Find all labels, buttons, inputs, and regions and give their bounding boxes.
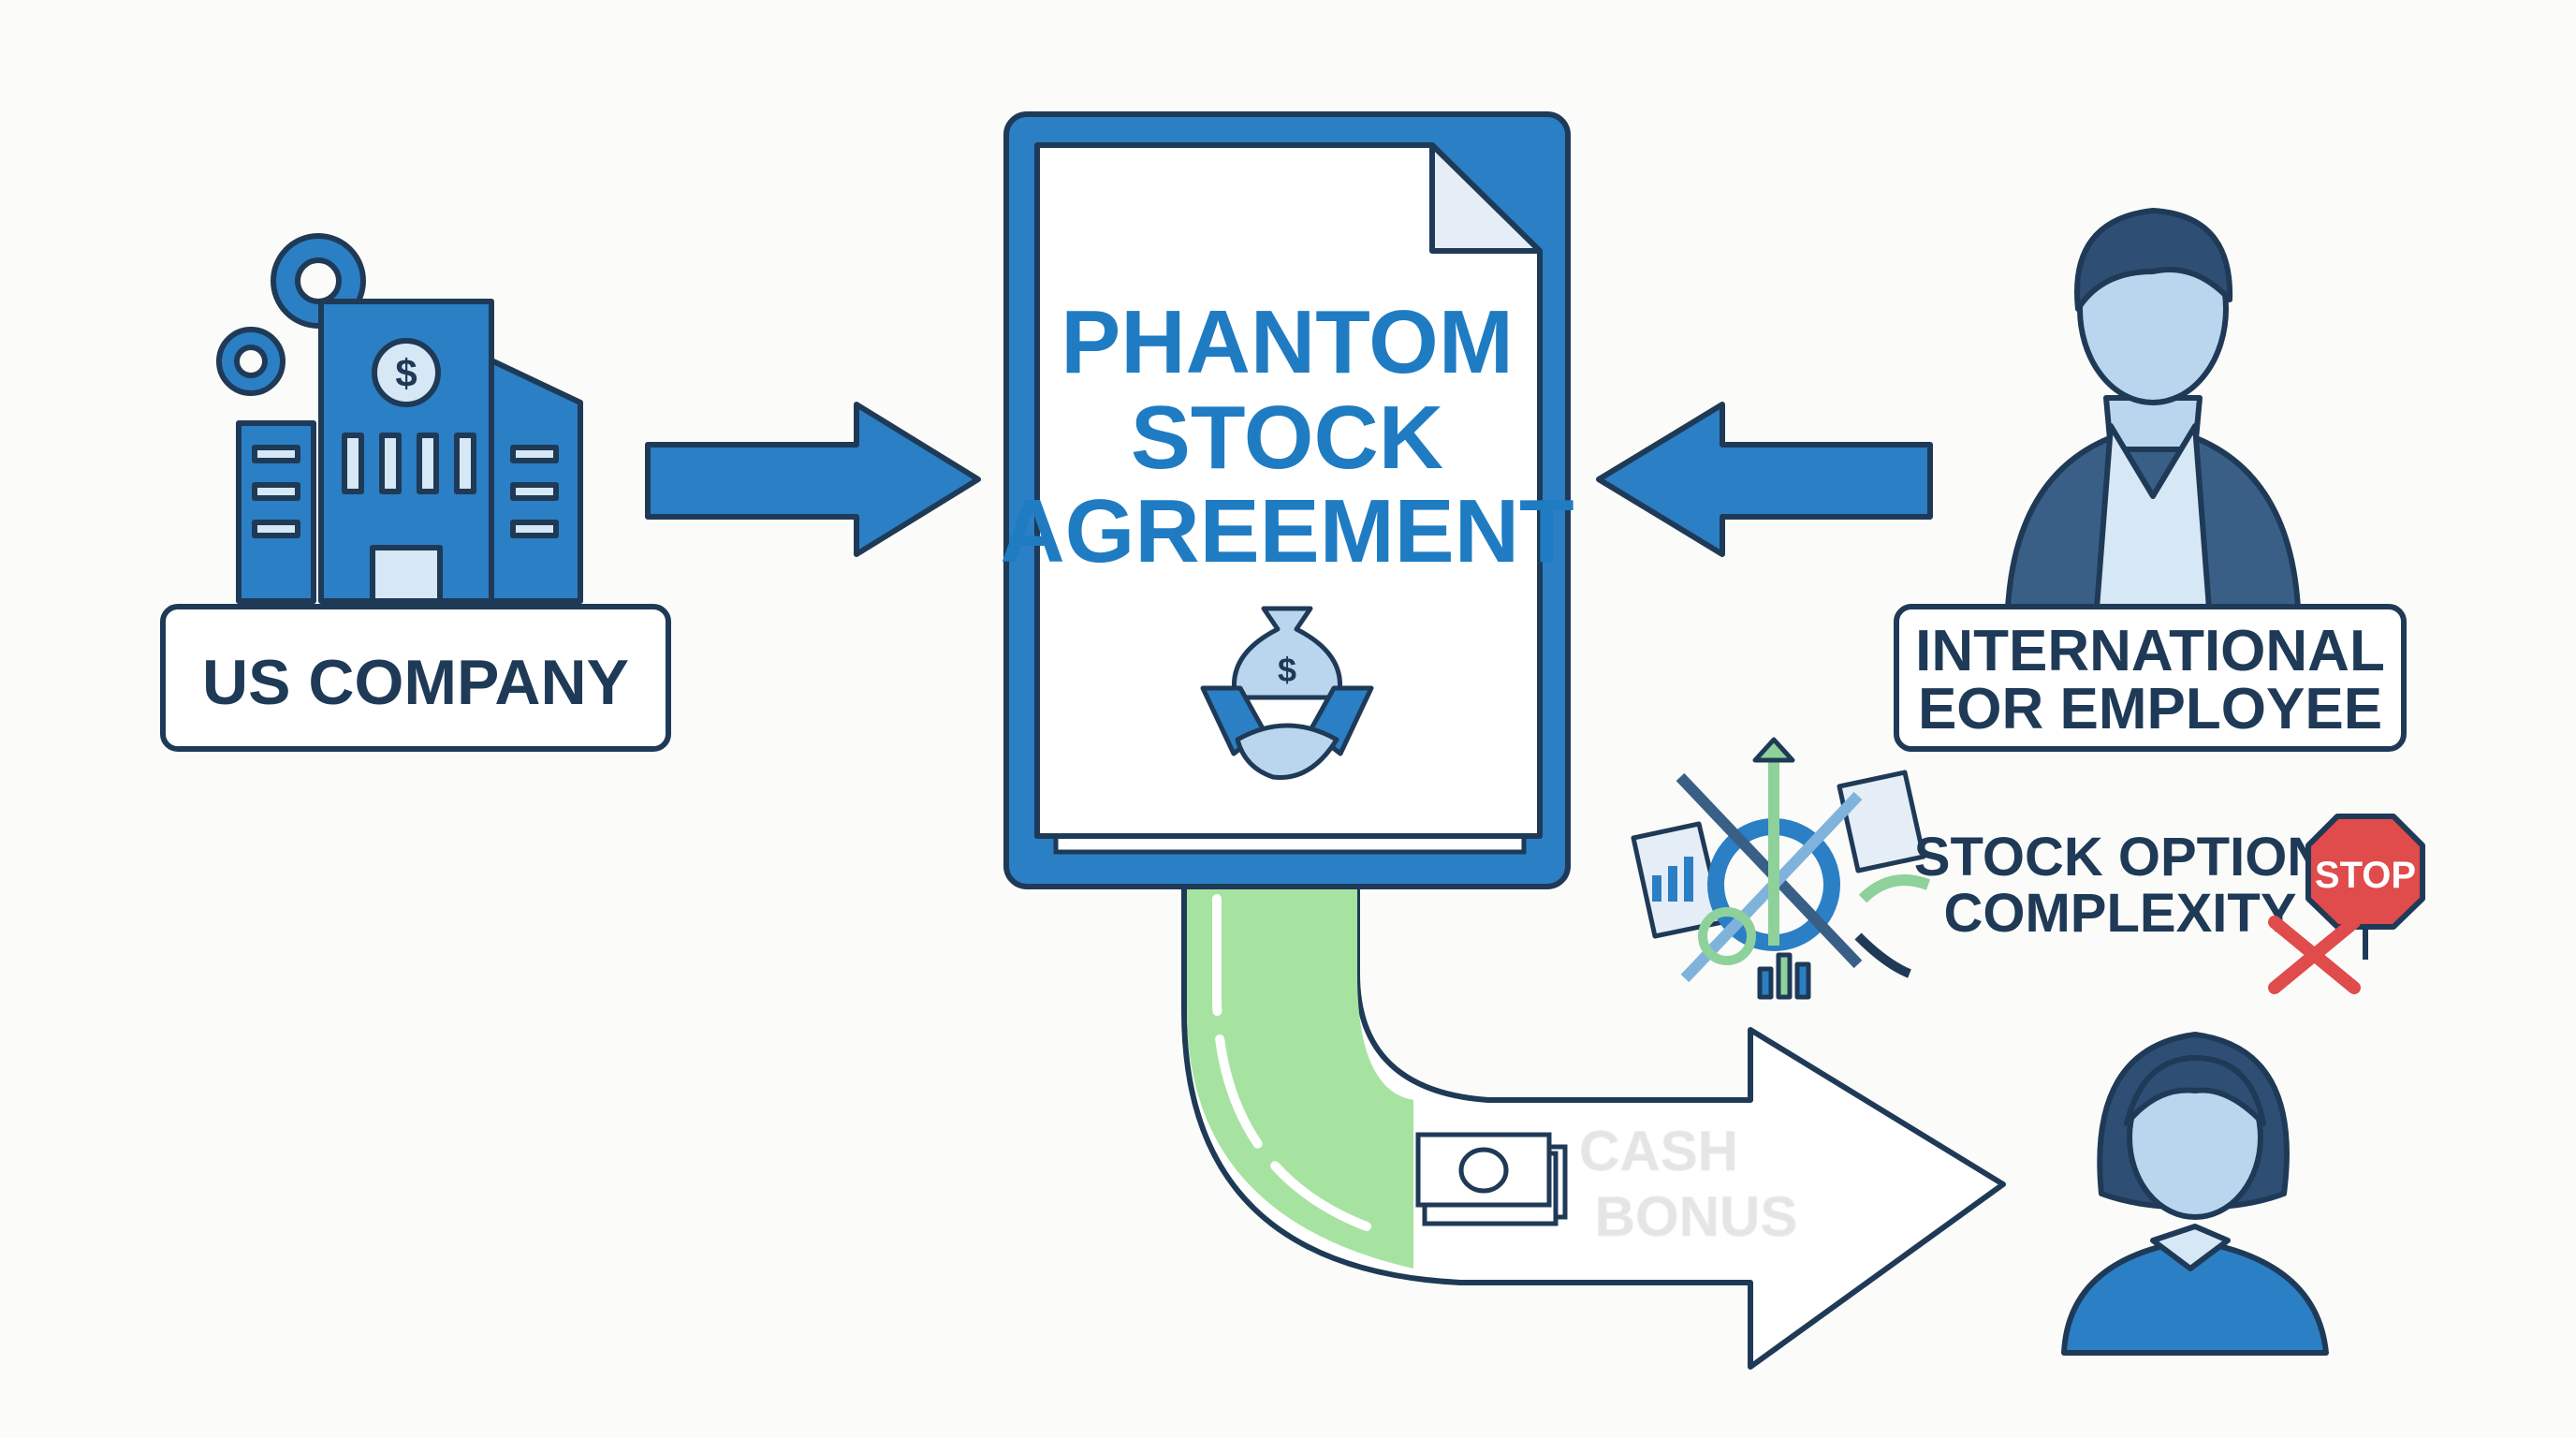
arrow-right-icon (645, 402, 981, 557)
stop-sign-text: STOP (2315, 855, 2416, 896)
us-company-label: US COMPANY (202, 647, 629, 718)
businessman-avatar-icon (2005, 208, 2301, 611)
woman-avatar-icon (2061, 1032, 2329, 1356)
svg-text:$: $ (395, 351, 417, 395)
document-title-line-1: PHANTOM (1061, 292, 1514, 392)
complexity-label-line-2: COMPLEXITY (1943, 883, 2296, 944)
us-company-label-box: US COMPANY (160, 604, 671, 752)
cash-bills-icon (1415, 1132, 1568, 1226)
complexity-cluster-icon (1631, 737, 1931, 1000)
stop-sign-icon: STOP (2268, 814, 2425, 994)
money-bag-handshake-icon: $ (1200, 606, 1374, 780)
svg-text:$: $ (1278, 651, 1296, 689)
arrow-left-icon (1596, 402, 1933, 557)
document-title-line-3: AGREEMENT (1000, 481, 1573, 581)
employee-label-box: INTERNATIONAL EOR EMPLOYEE (1894, 604, 2407, 752)
document-title-line-2: STOCK (1131, 388, 1443, 488)
document-icon (1837, 770, 1926, 873)
office-building-icon: $ (216, 233, 583, 604)
payout-arrow (1181, 863, 2006, 1370)
employee-label-line-1: INTERNATIONAL (1915, 619, 2385, 683)
phantom-stock-agreement-document: PHANTOM STOCK AGREEMENT $ (1000, 111, 1574, 889)
complexity-label-line-1: STOCK OPTION (1914, 827, 2326, 888)
red-x-icon (2268, 916, 2361, 994)
employee-label-line-2: EOR EMPLOYEE (1918, 677, 2382, 741)
cash-bonus-label-line-1: CASH (1579, 1120, 1738, 1182)
cash-bonus-label-line-2: BONUS (1595, 1185, 1798, 1248)
gear-icon (216, 233, 366, 396)
